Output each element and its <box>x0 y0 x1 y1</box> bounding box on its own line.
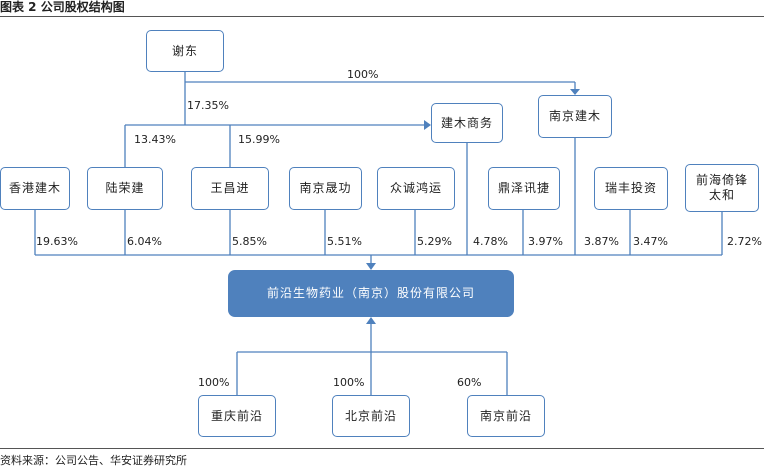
shareholder-label: 南京晟功 <box>299 181 352 195</box>
pct-holding: 4.78% <box>473 235 508 248</box>
shareholder-box: 香港建木 <box>0 167 70 210</box>
pct-holding: 5.29% <box>417 235 452 248</box>
nanjing-jianmu-label: 南京建木 <box>548 109 601 123</box>
subsidiary-box: 北京前沿 <box>332 395 410 437</box>
pct-holding: 6.04% <box>127 235 162 248</box>
shareholder-box: 瑞丰投资 <box>594 167 668 210</box>
shareholder-box: 众诚鸿运 <box>377 167 455 210</box>
jianmu-shangwu-box: 建木商务 <box>431 103 503 143</box>
arrow-nanjing-jianmu <box>570 89 580 95</box>
subsidiary-box: 重庆前沿 <box>198 395 276 437</box>
pct-holding: 2.72% <box>727 235 762 248</box>
subsidiary-label: 重庆前沿 <box>210 408 263 423</box>
xiedong-box: 谢东 <box>146 30 224 72</box>
company-label: 前沿生物药业（南京）股份有限公司 <box>266 286 475 300</box>
arrow-company-bottom <box>366 317 376 324</box>
arrow-company-top <box>366 263 376 270</box>
pct-holding: 19.63% <box>36 235 78 248</box>
nanjing-jianmu-box: 南京建木 <box>538 95 612 138</box>
arrow-jianmu-shangwu <box>424 120 431 130</box>
pct-subsidiary: 60% <box>457 376 482 389</box>
shareholder-label: 陆荣建 <box>105 181 145 195</box>
pct-xiedong-nanjing-jianmu: 100% <box>347 68 379 81</box>
subsidiary-label: 南京前沿 <box>479 408 532 423</box>
jianmu-shangwu-label: 建木商务 <box>440 115 493 130</box>
figure-title: 图表 2 公司股权结构图 <box>0 0 125 14</box>
pct-subsidiary: 100% <box>333 376 365 389</box>
shareholder-box: 王昌进 <box>191 167 269 210</box>
pct-holding: 3.97% <box>528 235 563 248</box>
pct-holding: 3.87% <box>584 235 619 248</box>
subsidiary-label: 北京前沿 <box>344 408 397 423</box>
pct-wangchangjin-jianmu-shangwu: 15.99% <box>238 133 280 146</box>
shareholder-label: 王昌进 <box>210 181 250 195</box>
shareholder-label: 香港建木 <box>8 181 61 195</box>
shareholder-label: 鼎泽讯捷 <box>497 181 550 195</box>
shareholder-label: 瑞丰投资 <box>604 181 657 195</box>
shareholder-label: 前海倚锋太和 <box>696 173 749 202</box>
bottom-rule <box>0 448 764 449</box>
shareholder-label: 众诚鸿运 <box>389 181 442 195</box>
pct-holding: 5.85% <box>232 235 267 248</box>
subsidiary-box: 南京前沿 <box>467 395 545 437</box>
shareholder-box: 南京晟功 <box>289 167 362 210</box>
source-note: 资料来源：公司公告、华安证券研究所 <box>0 454 187 467</box>
pct-holding: 5.51% <box>327 235 362 248</box>
shareholder-box: 前海倚锋太和 <box>685 164 759 212</box>
shareholder-box: 鼎泽讯捷 <box>488 167 560 210</box>
pct-subsidiary: 100% <box>198 376 230 389</box>
pct-holding: 3.47% <box>633 235 668 248</box>
xiedong-label: 谢东 <box>171 43 198 58</box>
pct-lurongjian-jianmu-shangwu: 13.43% <box>134 133 176 146</box>
company-box: 前沿生物药业（南京）股份有限公司 <box>228 270 514 317</box>
shareholder-box: 陆荣建 <box>87 167 163 210</box>
top-rule <box>0 16 764 17</box>
pct-xiedong-jianmu-shangwu: 17.35% <box>187 99 229 112</box>
